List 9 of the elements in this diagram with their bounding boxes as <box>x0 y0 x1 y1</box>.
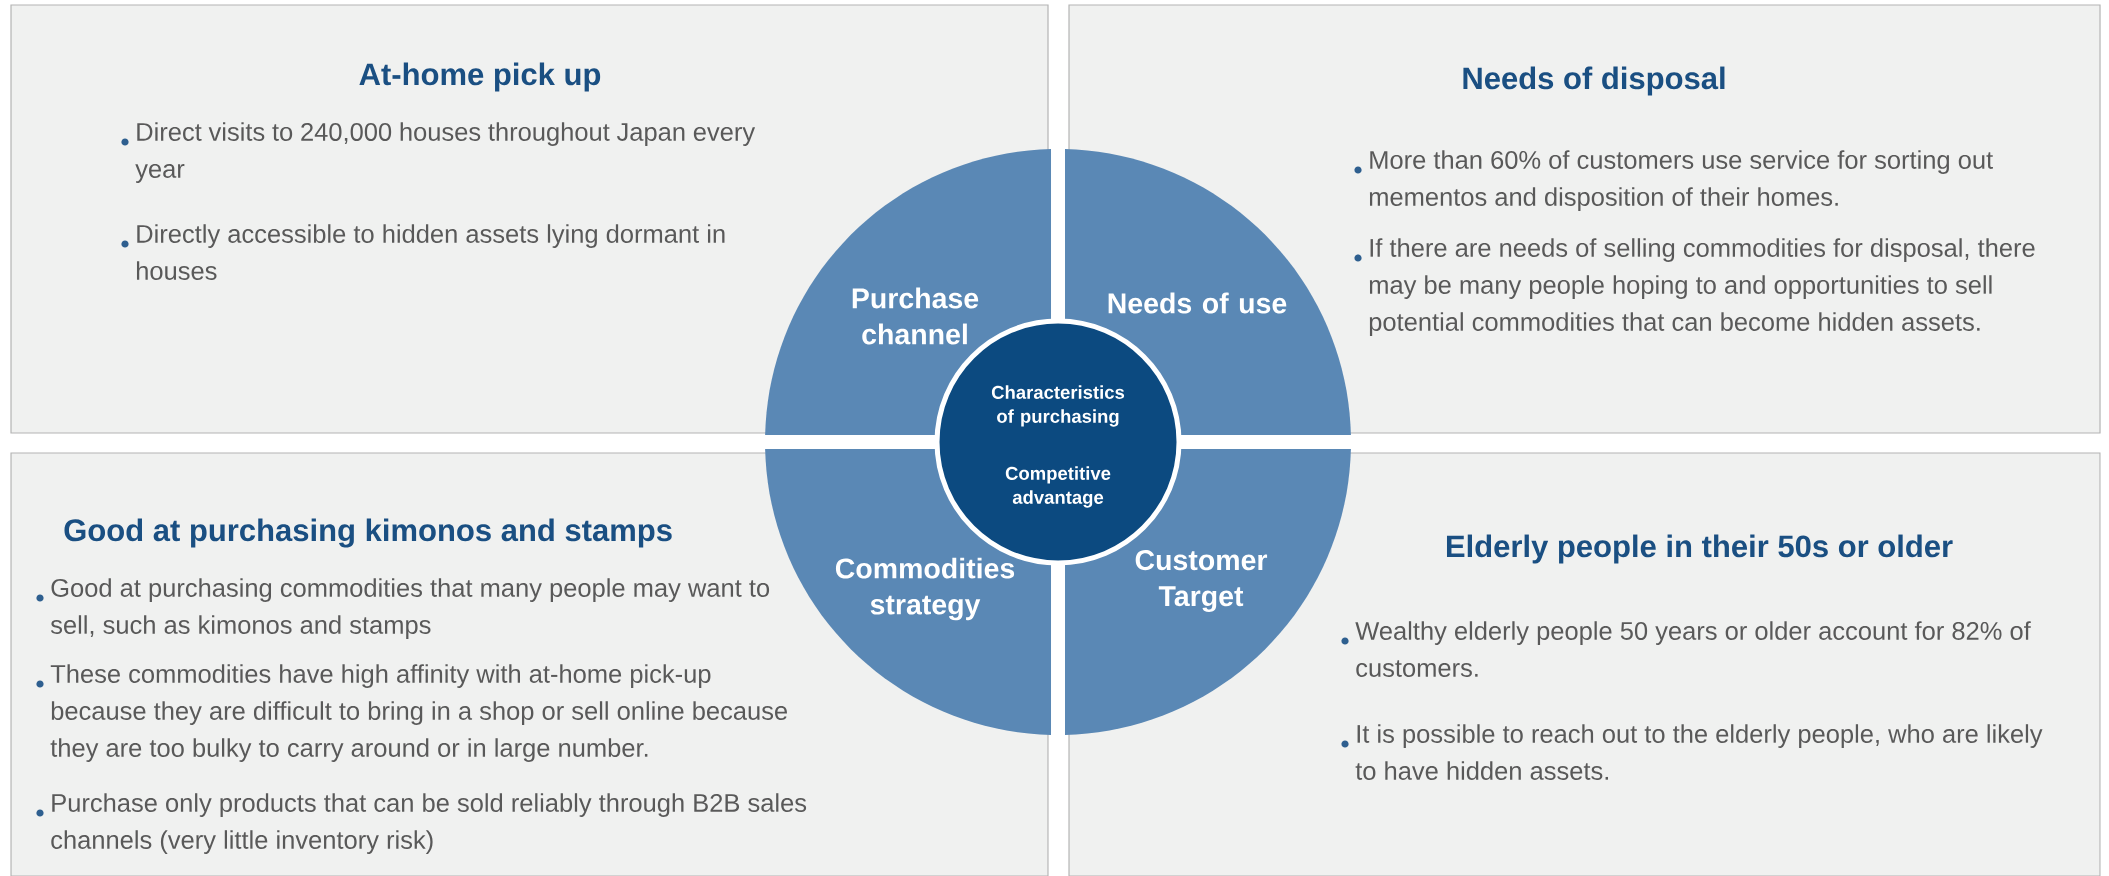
bullet-item: More than 60% of customers use service for sorting out mementos and disposition of their homes. <box>1354 150 1993 211</box>
bullet-item: Direct visits to 240,000 houses throughout Japan every year <box>121 122 756 183</box>
bullet-item: If there are needs of selling commodities for disposal, there may be many people hoping to and opportunities to sell potential commodities that can become hidden assets. <box>1354 238 2035 336</box>
panel-heading: Good at purchasing kimonos and stamps <box>64 518 672 548</box>
panel-heading: Needs of disposal <box>1463 66 1725 96</box>
panel-heading: Elderly people in their 50s or older <box>1447 534 1953 564</box>
bullet-item: Purchase only products that can be sold reliably through B2B sales channels (very little inventory risk) <box>36 793 807 854</box>
bullet-item: Directly accessible to hidden assets lying dormant in houses <box>121 224 725 280</box>
panel-heading: At-home pick up <box>359 62 601 92</box>
